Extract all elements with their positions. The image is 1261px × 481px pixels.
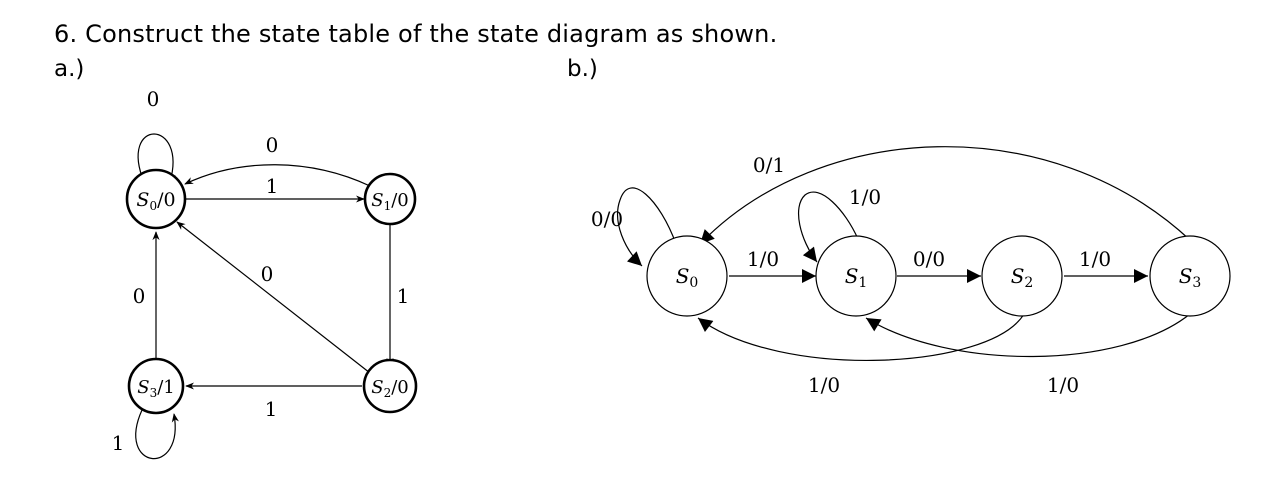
svg-text:S0: S0 [676, 264, 699, 291]
state-b-s3: S3 [1149, 235, 1231, 317]
label-b-s2-s3: 1/0 [1079, 247, 1111, 271]
label-a-s0-s1: 1 [266, 174, 279, 198]
svg-text:S1/0: S1/0 [371, 190, 409, 213]
label-a-s3-self: 1 [112, 431, 125, 455]
label-b-s2-s0: 1/0 [808, 373, 840, 397]
svg-text:S3/1: S3/1 [137, 377, 175, 400]
state-b-s0: S0 [646, 235, 728, 317]
state-b-s2: S2 [981, 235, 1063, 317]
edge-b-s2-s0 [697, 313, 1025, 361]
label-a-s3-s0: 0 [133, 284, 146, 308]
question-text: 6. Construct the state table of the stat… [54, 20, 778, 48]
part-b-label: b.) [567, 56, 598, 82]
edge-a-s2-s0 [176, 221, 371, 374]
edge-b-s0-self [616, 187, 677, 267]
svg-text:S1: S1 [845, 264, 868, 291]
label-a-s2-s0: 0 [261, 262, 274, 286]
svg-text:S3: S3 [1179, 264, 1202, 291]
diagram-a: S0/0 S1/0 S2/0 S3/1 0 0 1 0 0 1 1 1 [112, 87, 418, 460]
label-a-s1-s0: 0 [266, 133, 279, 157]
svg-text:S2: S2 [1011, 264, 1034, 291]
state-a-s0: S0/0 [125, 168, 187, 230]
label-a-s1-s2: 1 [397, 284, 410, 308]
label-a-s2-s3: 1 [265, 397, 278, 421]
state-a-s2: S2/0 [362, 358, 418, 414]
edge-a-s3-self [135, 409, 179, 460]
diagram-b: S0 S1 S2 S3 0/0 0/1 1/0 1/0 0/0 1/0 1/0 … [591, 146, 1231, 397]
label-a-s0-self: 0 [147, 87, 160, 111]
edge-a-s1-s0 [184, 164, 371, 187]
label-b-s0-s1: 1/0 [747, 247, 779, 271]
part-a-label: a.) [54, 56, 85, 82]
state-b-s1: S1 [815, 235, 897, 317]
label-b-s1-s2: 0/0 [913, 247, 945, 271]
edge-a-s0-self [137, 133, 176, 183]
svg-text:S0/0: S0/0 [136, 189, 175, 213]
label-b-s3-s0: 0/1 [753, 153, 785, 177]
state-a-s3: S3/1 [127, 357, 185, 415]
edge-b-s1-self [797, 191, 859, 263]
label-b-s1-self: 1/0 [849, 185, 881, 209]
edge-b-s3-s1 [865, 313, 1191, 358]
svg-text:S2/0: S2/0 [371, 377, 409, 400]
state-a-s1: S1/0 [363, 172, 417, 226]
label-b-s3-s1: 1/0 [1047, 373, 1079, 397]
label-b-s0-self: 0/0 [591, 207, 623, 231]
edge-b-s3-s0 [699, 146, 1191, 245]
